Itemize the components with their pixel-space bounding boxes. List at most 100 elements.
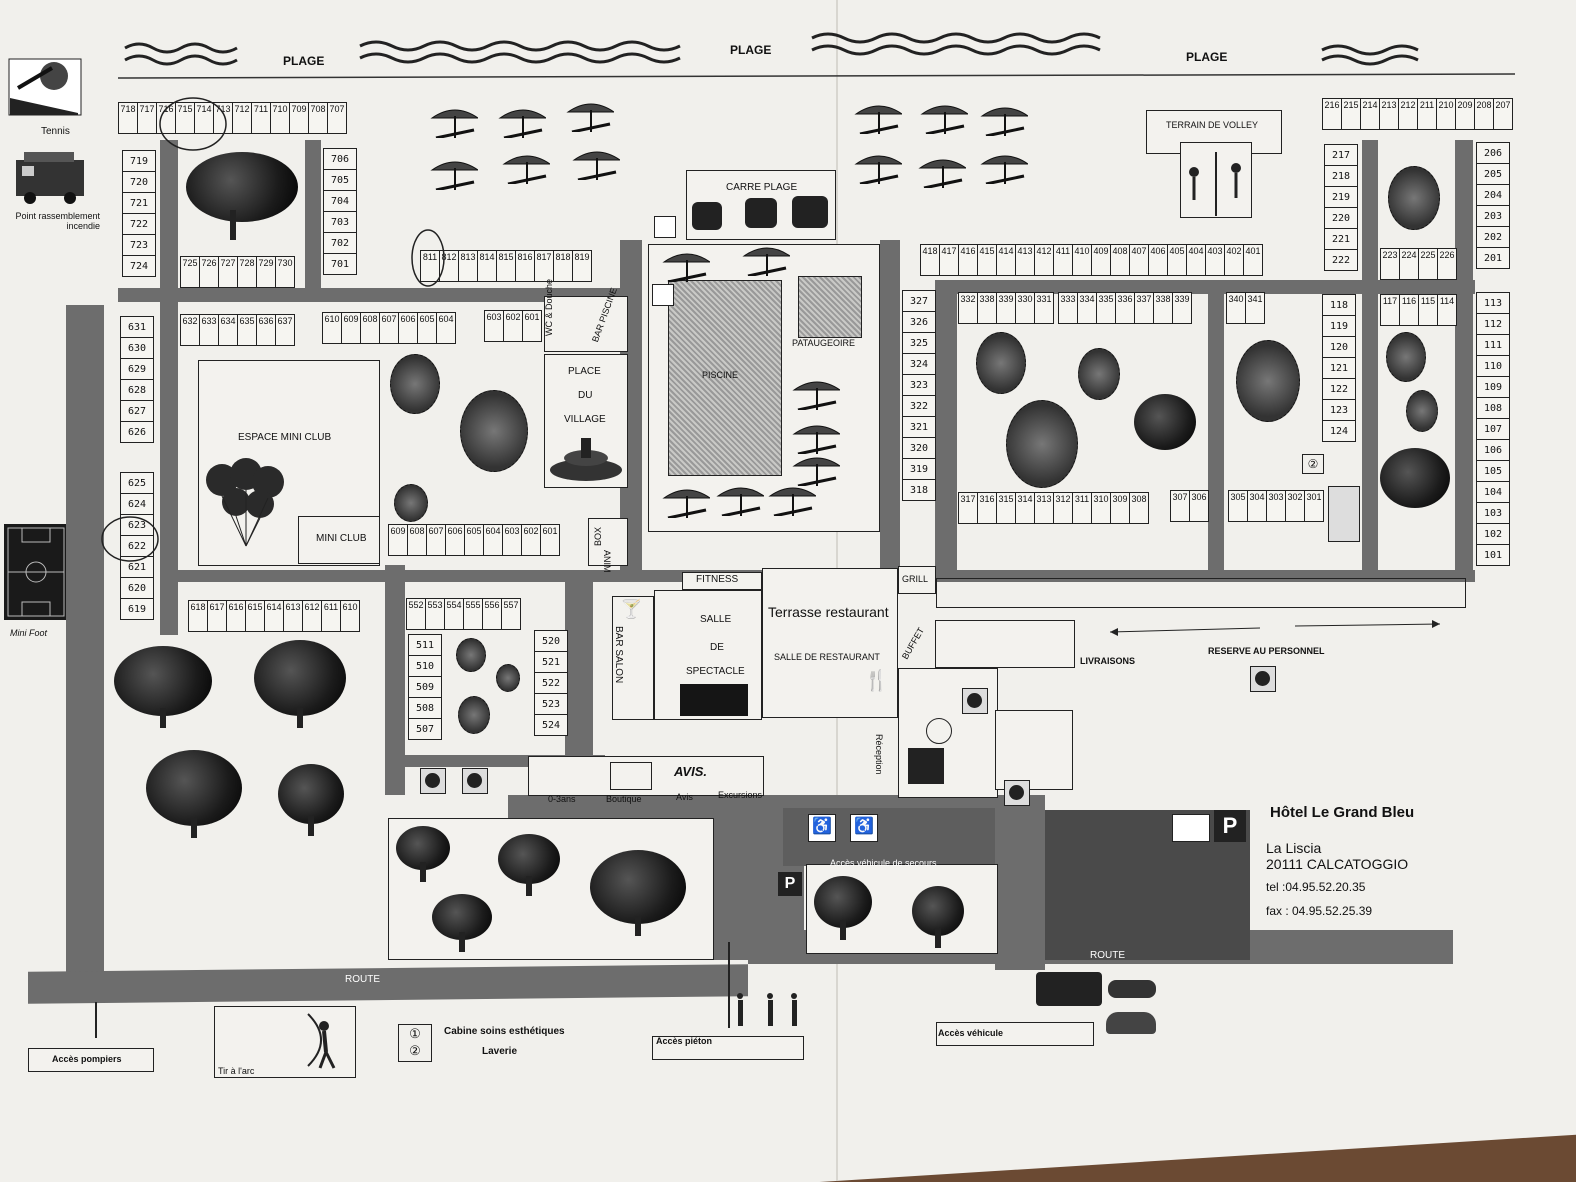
bush-icon xyxy=(976,332,1026,394)
pompiers-pointer xyxy=(95,1002,97,1038)
room-number: 224 xyxy=(1399,248,1419,280)
hotel-fax: fax : 04.95.52.25.39 xyxy=(1266,904,1373,918)
beach-umbrella-icon xyxy=(920,105,968,134)
room-number: 603 xyxy=(484,310,504,342)
hotel-tel: tel :04.95.52.20.35 xyxy=(1266,880,1366,894)
room-number: 620 xyxy=(120,577,154,599)
tree-icon xyxy=(912,886,964,936)
bush-icon xyxy=(1388,166,1440,230)
room-number: 722 xyxy=(122,213,156,235)
room-number: 409 xyxy=(1091,244,1111,276)
room-number: 309 xyxy=(1110,492,1130,524)
place-village-line-2: DU xyxy=(578,390,593,401)
beach-umbrella-icon xyxy=(430,109,478,138)
room-number: 308 xyxy=(1129,492,1149,524)
room-number: 602 xyxy=(521,524,541,556)
shop-0-3ans-label: 0-3ans xyxy=(548,794,576,804)
room-number: 617 xyxy=(207,600,227,632)
armchair-icon xyxy=(745,198,777,228)
room-number: 112 xyxy=(1476,313,1510,335)
spectacle-label: SPECTACLE xyxy=(686,666,745,677)
room-number: 637 xyxy=(275,314,295,346)
room-number: 215 xyxy=(1341,98,1361,130)
room-number: 341 xyxy=(1245,292,1265,324)
room-number: 704 xyxy=(323,190,357,212)
path-col-200 xyxy=(1362,140,1378,580)
lifeguard-icon xyxy=(652,284,674,306)
room-number: 634 xyxy=(218,314,238,346)
room-number: 553 xyxy=(425,598,445,630)
car-icon xyxy=(1106,1012,1156,1034)
tree-trunk xyxy=(420,862,426,882)
boutique-icon xyxy=(610,762,652,790)
room-number: 401 xyxy=(1243,244,1263,276)
room-number: 521 xyxy=(534,651,568,673)
acces-vehicule-box xyxy=(936,1022,1094,1046)
room-number: 219 xyxy=(1324,186,1358,208)
path-col-100 xyxy=(1455,140,1473,580)
room-number: 706 xyxy=(323,148,357,170)
room-number: 407 xyxy=(1129,244,1149,276)
tree-trunk xyxy=(308,816,314,836)
room-number: 122 xyxy=(1322,378,1356,400)
beach-umbrella-icon xyxy=(716,487,764,516)
room-number: 337 xyxy=(1134,292,1154,324)
room-number: 631 xyxy=(120,316,154,338)
delivery-arrows xyxy=(1109,620,1441,636)
room-number: 415 xyxy=(977,244,997,276)
room-number: 318 xyxy=(902,479,936,501)
bush-icon xyxy=(1386,332,1426,382)
beach-umbrella-icon xyxy=(854,105,902,134)
tree-trunk xyxy=(526,876,532,896)
room-number: 322 xyxy=(902,395,936,417)
room-number: 114 xyxy=(1437,294,1457,326)
tree-trunk xyxy=(297,708,303,728)
room-number: 815 xyxy=(496,250,516,282)
room-number: 712 xyxy=(232,102,252,134)
room-number: 616 xyxy=(226,600,246,632)
room-number: 814 xyxy=(477,250,497,282)
room-number: 720 xyxy=(122,171,156,193)
room-number: 405 xyxy=(1167,244,1187,276)
room-number: 701 xyxy=(323,253,357,275)
room-number: 710 xyxy=(270,102,290,134)
salle-restaurant-label: SALLE DE RESTAURANT xyxy=(774,652,880,662)
room-number: 338 xyxy=(1153,292,1173,324)
room-number: 312 xyxy=(1053,492,1073,524)
tree-trunk xyxy=(191,818,197,838)
car-icon xyxy=(1172,814,1210,842)
path-col-1 xyxy=(160,140,178,635)
room-number: 323 xyxy=(902,374,936,396)
acces-pompiers-box xyxy=(28,1048,154,1072)
room-number: 626 xyxy=(120,421,154,443)
livraisons-label: LIVRAISONS xyxy=(1080,656,1136,666)
beach-label-2: PLAGE xyxy=(730,43,772,57)
room-number: 606 xyxy=(398,312,418,344)
pedestrian-icon xyxy=(737,993,797,1026)
room-number: 522 xyxy=(534,672,568,694)
tree-icon xyxy=(114,646,212,716)
hotel-name: Hôtel Le Grand Bleu xyxy=(1270,804,1415,821)
room-number: 719 xyxy=(122,150,156,172)
room-number: 410 xyxy=(1072,244,1092,276)
bar-salon-label: BAR SALON xyxy=(613,626,624,684)
room-number: 507 xyxy=(408,718,442,740)
avis-logo: AVIS. xyxy=(674,764,707,779)
room-number: 726 xyxy=(199,256,219,288)
fitness-zone xyxy=(682,572,762,590)
cabine-badge: ① xyxy=(409,1026,421,1041)
parking-icon: P xyxy=(778,872,802,896)
shop-avis-label: Avis xyxy=(676,792,693,802)
beach-umbrella-icon xyxy=(768,487,816,516)
room-number: 221 xyxy=(1324,228,1358,250)
beach-waves xyxy=(117,32,1516,79)
espace-mini-club-label: ESPACE MINI CLUB xyxy=(238,432,332,443)
room-number: 608 xyxy=(407,524,427,556)
room-number: 310 xyxy=(1091,492,1111,524)
